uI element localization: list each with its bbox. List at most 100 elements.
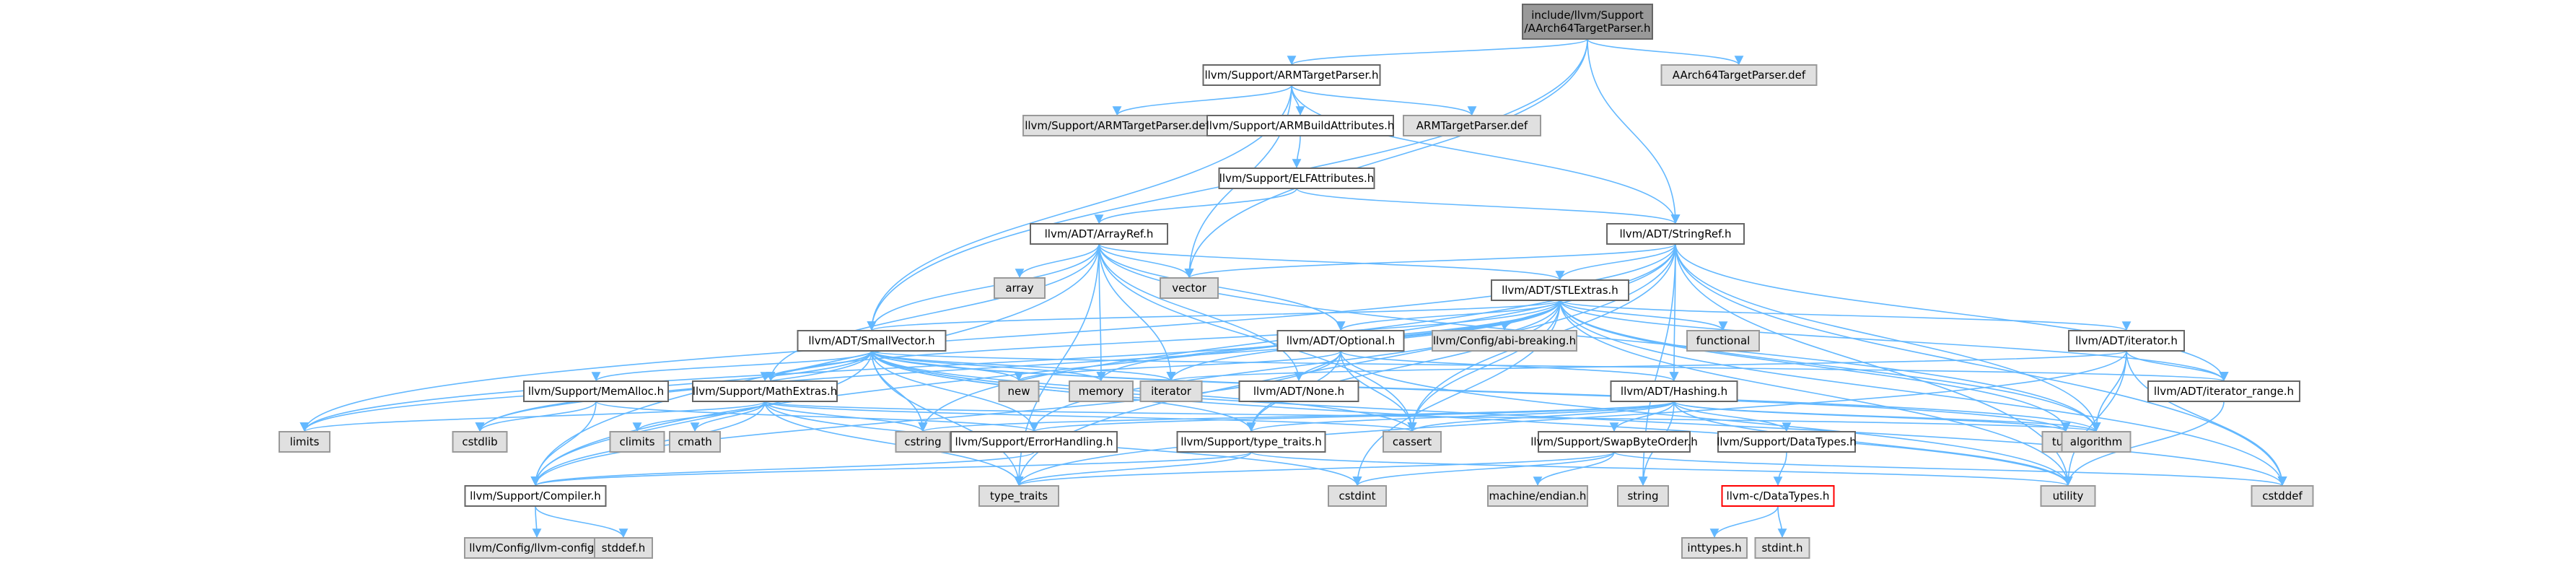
node-box	[978, 485, 1059, 507]
node-memory[interactable]: memory	[1069, 380, 1134, 402]
node-label: llvm/Support/MemAlloc.h	[528, 385, 664, 398]
node-adtiterator[interactable]: llvm/ADT/iterator.h	[2068, 330, 2185, 352]
node-label: cstdint	[1339, 489, 1375, 502]
edge-smallvector-to-typetraits	[871, 350, 1024, 487]
edge-root-to-armtp	[1287, 38, 1588, 66]
node-label: llvm/Support/ELFAttributes.h	[1219, 172, 1375, 185]
node-climits[interactable]: climits	[609, 431, 665, 453]
edge-stringref-to-iterrange	[1675, 243, 2229, 382]
edge-arrayref-to-optional	[1098, 243, 1346, 331]
edge-adtiterator-to-algorithm	[2091, 350, 2127, 432]
edge-optional-to-compiler	[530, 350, 1341, 487]
node-box	[2061, 431, 2132, 453]
node-cassert[interactable]: cassert	[1383, 431, 1442, 453]
node-typetraitsh[interactable]: llvm/Support/type_traits.h	[1176, 431, 1326, 453]
node-optional[interactable]: llvm/ADT/Optional.h	[1276, 330, 1405, 352]
node-armtpdef[interactable]: ARMTargetParser.def	[1403, 115, 1541, 136]
edge-smallvector-to-tuple	[871, 350, 2071, 432]
node-label: memory	[1079, 385, 1124, 398]
node-typetraits[interactable]: type_traits	[978, 485, 1059, 507]
edge-root-to-vector	[1184, 38, 1588, 279]
node-armba[interactable]: llvm/Support/ARMBuildAttributes.h	[1206, 115, 1395, 136]
node-vector[interactable]: vector	[1160, 277, 1219, 299]
edge-mathextras-to-typetraits	[764, 401, 1024, 487]
node-box	[1660, 64, 1818, 86]
node-inttypes[interactable]: inttypes.h	[1681, 537, 1748, 559]
edge-memalloc-to-compiler	[530, 401, 597, 487]
edge-stlextras-to-cassert	[1407, 300, 1561, 432]
node-label: inttypes.h	[1687, 541, 1741, 554]
node-new[interactable]: new	[998, 380, 1040, 402]
node-stlextras[interactable]: llvm/ADT/STLExtras.h	[1491, 279, 1629, 301]
node-datatypes[interactable]: llvm/Support/DataTypes.h	[1717, 431, 1857, 453]
node-limits[interactable]: limits	[279, 431, 330, 453]
edge-iterrange-to-utility	[2063, 401, 2225, 487]
node-mathextras[interactable]: llvm/Support/MathExtras.h	[692, 380, 838, 402]
edge-stlextras-to-adtiterator	[1559, 300, 2131, 331]
edge-stlextras-to-functional	[1559, 300, 1728, 331]
edge-hashing-to-swapbyte	[1609, 401, 1675, 432]
edge-optional-to-utility	[1340, 350, 2073, 487]
node-stddef[interactable]: stddef.h	[594, 537, 653, 559]
node-hashing[interactable]: llvm/ADT/Hashing.h	[1610, 380, 1738, 402]
node-abibreaking[interactable]: llvm/Config/abi-breaking.h	[1432, 330, 1577, 352]
node-llvmconfig[interactable]: llvm/Config/llvm-config.h	[464, 537, 610, 559]
node-cstdint[interactable]: cstdint	[1328, 485, 1387, 507]
edge-stringref-to-stlextras	[1555, 243, 1676, 281]
node-machendian[interactable]: machine/endian.h	[1487, 485, 1588, 507]
node-stringref[interactable]: llvm/ADT/StringRef.h	[1606, 223, 1745, 245]
node-string[interactable]: string	[1617, 485, 1669, 507]
node-iterator[interactable]: iterator	[1139, 380, 1203, 402]
node-box	[994, 277, 1046, 299]
node-label: array	[1005, 282, 1033, 295]
edge-elfattr-to-arrayref	[1094, 188, 1297, 225]
node-label: cmath	[678, 435, 711, 448]
node-stdint[interactable]: stdint.h	[1754, 537, 1810, 559]
node-iterrange[interactable]: llvm/ADT/iterator_range.h	[2147, 380, 2300, 402]
dependency-nodes: include/llvm/Support/AArch64TargetParser…	[279, 4, 2314, 559]
edge-arrayref-to-none	[1098, 243, 1304, 382]
node-arrayref[interactable]: llvm/ADT/ArrayRef.h	[1030, 223, 1168, 245]
edge-optional-to-none	[1294, 350, 1341, 382]
node-swapbyte[interactable]: llvm/Support/SwapByteOrder.h	[1530, 431, 1698, 453]
node-armtpdef_s[interactable]: llvm/Support/ARMTargetParser.def	[1022, 115, 1212, 136]
edge-compiler-to-llvmconfig	[532, 505, 542, 539]
node-none[interactable]: llvm/ADT/None.h	[1238, 380, 1359, 402]
node-box	[692, 380, 838, 402]
node-algorithm[interactable]: algorithm	[2061, 431, 2132, 453]
node-label: llvm/Support/SwapByteOrder.h	[1530, 435, 1698, 448]
node-armtp[interactable]: llvm/Support/ARMTargetParser.h	[1202, 64, 1381, 86]
edge-swapbyte-to-typetraits	[1015, 451, 1615, 487]
node-box	[1276, 330, 1405, 352]
node-cstddef[interactable]: cstddef	[2251, 485, 2314, 507]
node-memalloc[interactable]: llvm/Support/MemAlloc.h	[523, 380, 669, 402]
node-label: type_traits	[990, 489, 1048, 503]
node-elfattr[interactable]: llvm/Support/ELFAttributes.h	[1218, 167, 1375, 189]
node-label: iterator	[1151, 385, 1192, 398]
node-smallvector[interactable]: llvm/ADT/SmallVector.h	[797, 330, 947, 352]
edge-arrayref-to-cassert	[1098, 243, 1417, 432]
edge-smallvector-to-utility	[871, 350, 2073, 487]
edge-adtiterator-to-cstddef	[2126, 350, 2287, 487]
node-array[interactable]: array	[994, 277, 1046, 299]
edge-hashing-to-cstring	[919, 401, 1675, 432]
node-errhandling[interactable]: llvm/Support/ErrorHandling.h	[950, 431, 1118, 453]
node-cstring[interactable]: cstring	[895, 431, 951, 453]
node-utility[interactable]: utility	[2040, 485, 2096, 507]
node-cstdlib[interactable]: cstdlib	[452, 431, 508, 453]
edge-mathextras-to-algorithm	[764, 401, 2100, 432]
edge-adtiterator-to-iterrange	[2126, 350, 2229, 382]
node-cmath[interactable]: cmath	[669, 431, 721, 453]
node-box	[2068, 330, 2185, 352]
node-label: llvm/ADT/Hashing.h	[1621, 385, 1727, 398]
edge-armtp-to-stringref	[1291, 84, 1681, 225]
node-compiler[interactable]: llvm/Support/Compiler.h	[464, 485, 607, 507]
node-functional[interactable]: functional	[1686, 330, 1760, 352]
node-label: cassert	[1393, 435, 1432, 448]
node-label: llvm/Support/ErrorHandling.h	[955, 435, 1113, 448]
node-root[interactable]: include/llvm/Support/AArch64TargetParser…	[1522, 4, 1653, 40]
node-label: stddef.h	[602, 541, 645, 554]
edge-smallvector-to-memory	[871, 350, 1106, 382]
node-aarch64def[interactable]: AArch64TargetParser.def	[1660, 64, 1818, 86]
node-llvmcdatatypes[interactable]: llvm-c/DataTypes.h	[1721, 485, 1835, 507]
